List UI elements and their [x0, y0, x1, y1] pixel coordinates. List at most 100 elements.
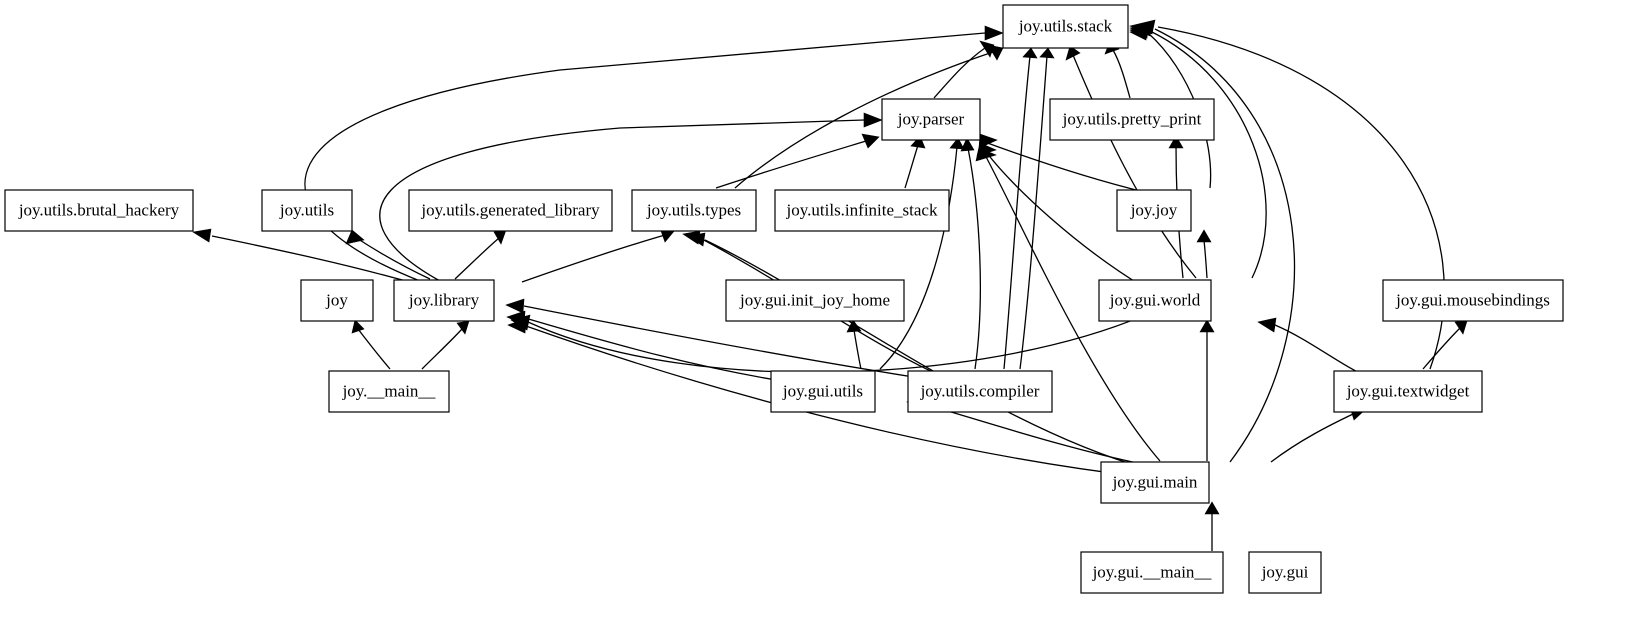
- node-label: joy.gui.init_joy_home: [739, 290, 890, 309]
- arrowhead-icon: [1168, 135, 1184, 149]
- node-joy-utils-stack[interactable]: joy.utils.stack: [1002, 4, 1129, 49]
- arrowhead-icon: [1022, 47, 1038, 59]
- edge-joy-gui-world-to-joy-utils-stack-2: [1149, 30, 1267, 279]
- node-box[interactable]: [1002, 4, 1129, 49]
- node-joy-gui-main-underscore[interactable]: joy.gui.__main__: [1080, 551, 1224, 594]
- edge-joy-library-to-joy-utils: [354, 236, 431, 280]
- edge-joy-gui-utils-to-joy-parser: [879, 146, 958, 370]
- node-box[interactable]: [1049, 98, 1215, 141]
- arrowhead-icon: [949, 137, 965, 150]
- edge-joy-main-to-joy: [357, 328, 391, 370]
- node-box[interactable]: [907, 370, 1053, 413]
- node-joy-gui-init-joy-home[interactable]: joy.gui.init_joy_home: [725, 279, 905, 322]
- node-label: joy.utils.compiler: [920, 381, 1040, 400]
- edge-joy-utils-infinite-stack-to-joy-parser: [904, 144, 919, 189]
- edge-joy-library-to-joy-utils-brutal-hackery: [211, 235, 421, 286]
- node-box[interactable]: [1333, 370, 1483, 413]
- node-box[interactable]: [1098, 279, 1212, 322]
- arrowhead-icon: [863, 112, 883, 128]
- arrowhead-icon: [192, 228, 212, 243]
- arrowhead-icon: [975, 147, 997, 162]
- node-joy-utils-infinite-stack[interactable]: joy.utils.infinite_stack: [774, 189, 950, 232]
- edge-joy-utils-pretty-print-to-joy-utils-stack: [1112, 49, 1131, 99]
- node-box[interactable]: [770, 370, 876, 413]
- arrowhead-icon: [1039, 47, 1055, 59]
- node-joy[interactable]: joy: [300, 279, 374, 322]
- node-joy-gui[interactable]: joy.gui: [1248, 551, 1322, 594]
- node-joy-gui-textwidget[interactable]: joy.gui.textwidget: [1333, 370, 1483, 413]
- node-joy-gui-mousebindings[interactable]: joy.gui.mousebindings: [1382, 279, 1564, 322]
- node-joy-gui-utils[interactable]: joy.gui.utils: [770, 370, 876, 413]
- node-label: joy.library: [408, 290, 480, 309]
- node-joy-gui-world[interactable]: joy.gui.world: [1098, 279, 1212, 322]
- node-box[interactable]: [1100, 461, 1210, 504]
- edge-joy-gui-main-to-joy-utils-types: [704, 239, 1153, 471]
- node-label: joy.gui.mousebindings: [1395, 290, 1550, 309]
- arrowhead-icon: [984, 25, 1004, 41]
- edge-joy-gui-textwidget-to-joy-gui-mousebindings: [1422, 327, 1461, 370]
- arrowhead-icon: [846, 319, 862, 333]
- node-label: joy.__main__: [342, 381, 436, 400]
- edge-joy-parser-to-joy-utils-stack: [933, 47, 986, 99]
- node-joy-utils-compiler[interactable]: joy.utils.compiler: [907, 370, 1053, 413]
- edge-joy-utils-compiler-to-joy-parser: [967, 147, 981, 370]
- node-joy-main[interactable]: joy.__main__: [328, 370, 450, 413]
- arrowhead-icon: [910, 135, 926, 149]
- node-box[interactable]: [300, 279, 374, 322]
- node-joy-utils-brutal-hackery[interactable]: joy.utils.brutal_hackery: [4, 189, 194, 232]
- node-joy-utils-pretty-print[interactable]: joy.utils.pretty_print: [1049, 98, 1215, 141]
- node-box[interactable]: [408, 189, 613, 232]
- node-label: joy.gui.world: [1109, 290, 1201, 309]
- node-joy-library[interactable]: joy.library: [393, 279, 495, 322]
- node-box[interactable]: [393, 279, 495, 322]
- node-box[interactable]: [1080, 551, 1224, 594]
- node-label: joy.parser: [897, 109, 965, 128]
- edge-joy-gui-main-to-joy-gui-utils: [923, 403, 1153, 467]
- edge-joy-utils-compiler-to-joy-utils-stack: [1003, 55, 1031, 370]
- node-joy-utils-types[interactable]: joy.utils.types: [631, 189, 757, 232]
- edge-joy-utils-types-to-joy-utils-stack: [734, 51, 994, 189]
- node-joy-gui-main[interactable]: joy.gui.main: [1100, 461, 1210, 504]
- edge-joy-library-to-joy-utils-stack: [304, 32, 986, 282]
- arrowhead-icon: [987, 44, 1004, 61]
- node-box[interactable]: [1116, 189, 1192, 232]
- arrowhead-icon: [1204, 501, 1220, 515]
- node-box[interactable]: [328, 370, 450, 413]
- arrowhead-icon: [351, 319, 365, 334]
- edge-joy-gui-world-to-joy-joy: [1203, 239, 1208, 279]
- edge-joy-joy-to-joy-parser: [981, 140, 1162, 197]
- node-label: joy.gui.textwidget: [1346, 381, 1470, 400]
- edge-joy-library-to-joy-utils-types: [521, 234, 666, 283]
- node-box[interactable]: [774, 189, 950, 232]
- edge-joy-gui-utils-to-joy-library: [524, 317, 810, 386]
- node-joy-utils[interactable]: joy.utils: [261, 189, 353, 232]
- node-box[interactable]: [1382, 279, 1564, 322]
- node-box[interactable]: [725, 279, 905, 322]
- edge-joy-gui-textwidget-to-joy-gui-world: [1274, 324, 1371, 379]
- edge-joy-gui-utils-to-joy-gui-init-joy-home: [853, 329, 862, 370]
- node-label: joy.utils.types: [646, 200, 741, 219]
- arrowhead-icon: [493, 229, 507, 245]
- node-joy-parser[interactable]: joy.parser: [881, 98, 981, 141]
- node-box[interactable]: [1248, 551, 1322, 594]
- edge-joy-main-to-joy-library: [421, 328, 463, 370]
- node-layer: joy.utils.stack joy.parser joy.utils.pre…: [4, 4, 1564, 594]
- node-label: joy.utils.stack: [1018, 16, 1113, 35]
- arrowhead-icon: [1196, 229, 1212, 243]
- node-label: joy.gui: [1261, 562, 1309, 581]
- arrowhead-icon: [861, 133, 880, 149]
- arrowhead-icon: [687, 232, 706, 247]
- node-label: joy.gui.__main__: [1092, 562, 1212, 581]
- node-joy-joy[interactable]: joy.joy: [1116, 189, 1192, 232]
- node-box[interactable]: [4, 189, 194, 232]
- node-box[interactable]: [881, 98, 981, 141]
- node-label: joy: [325, 290, 348, 309]
- arrowhead-icon: [960, 137, 975, 152]
- edge-joy-gui-world-to-joy-parser: [983, 148, 1153, 293]
- node-box[interactable]: [631, 189, 757, 232]
- node-joy-utils-generated-library[interactable]: joy.utils.generated_library: [408, 189, 613, 232]
- node-box[interactable]: [261, 189, 353, 232]
- arrowhead-icon: [510, 314, 531, 331]
